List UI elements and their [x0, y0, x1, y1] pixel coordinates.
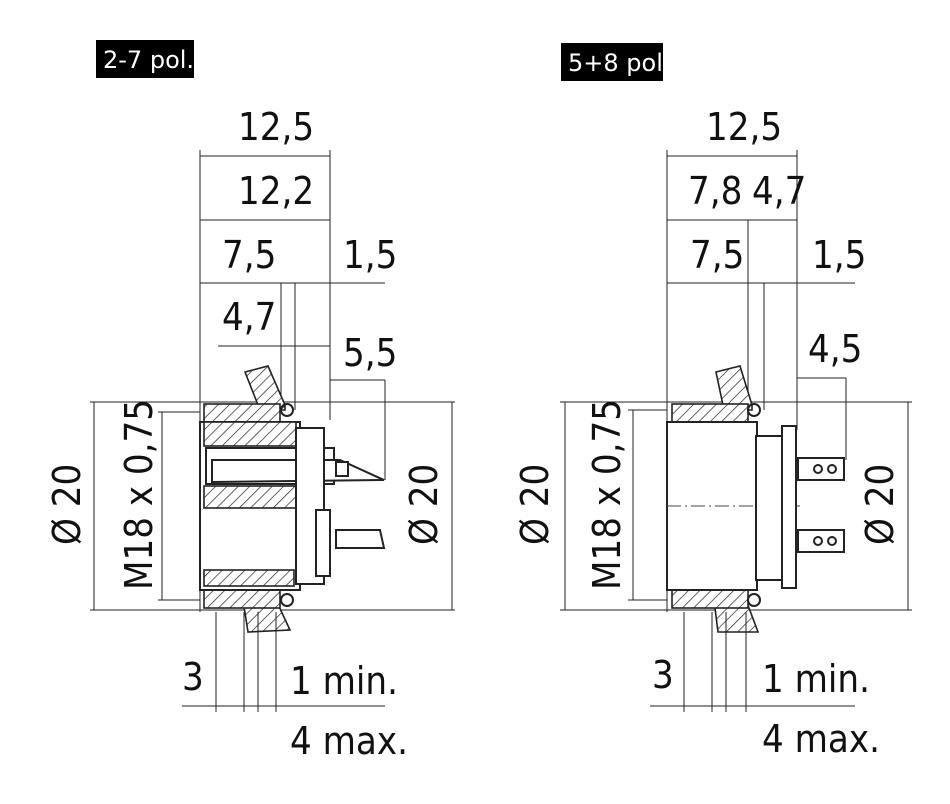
dim-thread: M18 x 0,75 [117, 399, 161, 590]
dim-3: 3 [182, 655, 204, 699]
dim-1-min: 1 min. [762, 657, 870, 701]
dim-4-max: 4 max. [290, 719, 408, 763]
dim-dia-right: Ø 20 [402, 464, 446, 545]
dim-1-min: 1 min. [290, 659, 398, 703]
dim-dia-right: Ø 20 [858, 464, 902, 545]
dim-4-max: 4 max. [762, 717, 880, 761]
dim-12-5: 12,5 [238, 105, 314, 149]
dim-dia-left: Ø 20 [513, 464, 557, 545]
title-badge-background [561, 43, 663, 81]
view-2-7-pol: 2-7 pol. 12,5 12,2 7,5 1,5 4,7 5,5 [45, 40, 455, 763]
dim-3: 3 [652, 653, 674, 697]
title-badge: 5+8 pol. [568, 49, 671, 77]
title-badge-background [96, 40, 194, 78]
dim-7-5: 7,5 [222, 233, 276, 277]
dim-12-2: 12,2 [238, 169, 314, 213]
dim-5-5: 5,5 [343, 331, 397, 375]
dim-dia-left: Ø 20 [45, 464, 89, 545]
dim-4-5: 4,5 [808, 327, 862, 371]
dim-4-7: 4,7 [222, 295, 276, 339]
dim-1-5: 1,5 [343, 233, 397, 277]
dim-thread: M18 x 0,75 [585, 399, 629, 590]
connector-body [666, 403, 845, 609]
dim-4-7: 4,7 [752, 169, 806, 213]
title-badge: 2-7 pol. [103, 46, 194, 74]
connector-body [199, 403, 386, 609]
bottom-dimension-lines [650, 612, 855, 712]
dim-7-5: 7,5 [690, 233, 744, 277]
dim-7-8: 7,8 [688, 169, 742, 213]
dim-12-5: 12,5 [706, 105, 782, 149]
view-5-8-pol: 5+8 pol. 12,5 7,8 4,7 7,5 1,5 4,5 Ø 20 [513, 43, 912, 761]
bottom-dimension-lines [182, 612, 385, 712]
dim-1-5: 1,5 [812, 233, 866, 277]
